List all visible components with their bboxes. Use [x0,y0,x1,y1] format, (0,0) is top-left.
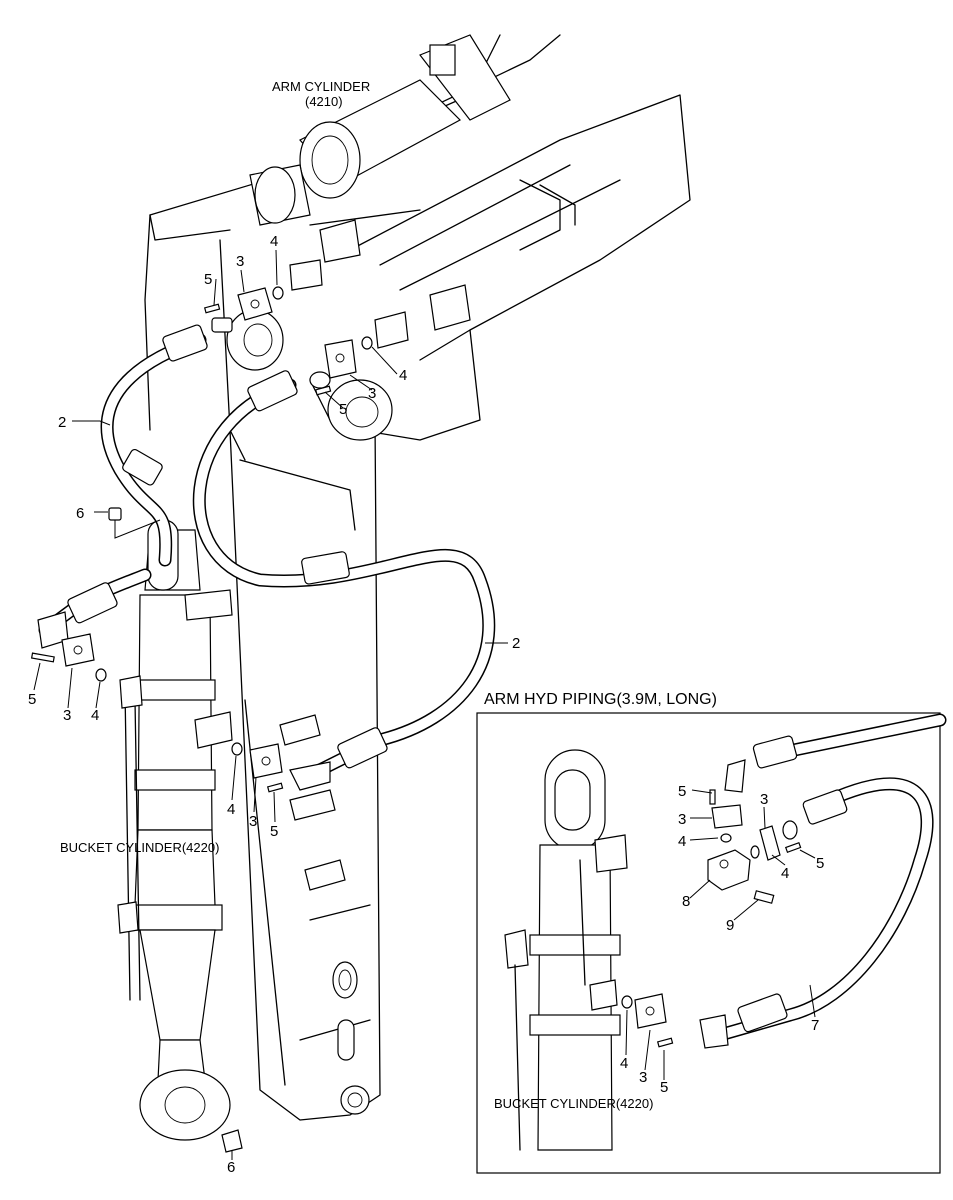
bucket-cylinder-main-label: BUCKET CYLINDER(4220) [60,840,219,855]
callout-5-lower: 5 [270,823,278,840]
inset-callout-3-lower: 3 [639,1069,647,1086]
callout-5-left: 5 [28,691,36,708]
inset-callout-4-top: 4 [678,833,686,850]
callout-6-lower: 6 [227,1159,235,1176]
inset-callout-8: 8 [682,893,690,910]
inset-callout-5-lower: 5 [660,1079,668,1096]
inset-detail [476,712,947,1174]
inset-title: ARM HYD PIPING(3.9M, LONG) [484,691,717,708]
inset-callout-4-right: 4 [781,865,789,882]
callout-4-top: 4 [270,233,278,250]
callout-2-hose-loop: 2 [512,635,520,652]
bucket-cylinder-main [117,519,233,1141]
callout-3-top: 3 [236,253,244,270]
text-labels: ARM CYLINDER (4210) BUCKET CYLINDER(4220… [60,79,717,1111]
callout-4-left: 4 [91,707,99,724]
inset-callout-7: 7 [811,1017,819,1034]
arm-cylinder-code-label: (4210) [305,94,343,109]
arm-cylinder-label: ARM CYLINDER [272,79,370,94]
callout-2-hose-left: 2 [58,414,66,431]
callout-3-lower: 3 [249,813,257,830]
callout-5-right: 5 [339,401,347,418]
inset-callout-9: 9 [726,917,734,934]
leader-lines [33,249,816,1160]
inset-callout-5-right: 5 [816,855,824,872]
bucket-cylinder-inset-label: BUCKET CYLINDER(4220) [494,1096,653,1111]
callout-4-right: 4 [399,367,407,384]
inset-callout-5-top: 5 [678,783,686,800]
callout-3-left: 3 [63,707,71,724]
inset-callout-3-right: 3 [760,791,768,808]
callout-3-right: 3 [368,385,376,402]
part-callouts: 2 2 5 3 4 4 3 5 6 5 3 4 4 3 5 6 5 3 4 3 … [28,233,824,1176]
callout-4-lower: 4 [227,801,235,818]
callout-5-top: 5 [204,271,212,288]
inset-callout-3-top: 3 [678,811,686,828]
callout-6-upper: 6 [76,505,84,522]
hoses-main [30,286,496,1153]
inset-callout-4-lower: 4 [620,1055,628,1072]
